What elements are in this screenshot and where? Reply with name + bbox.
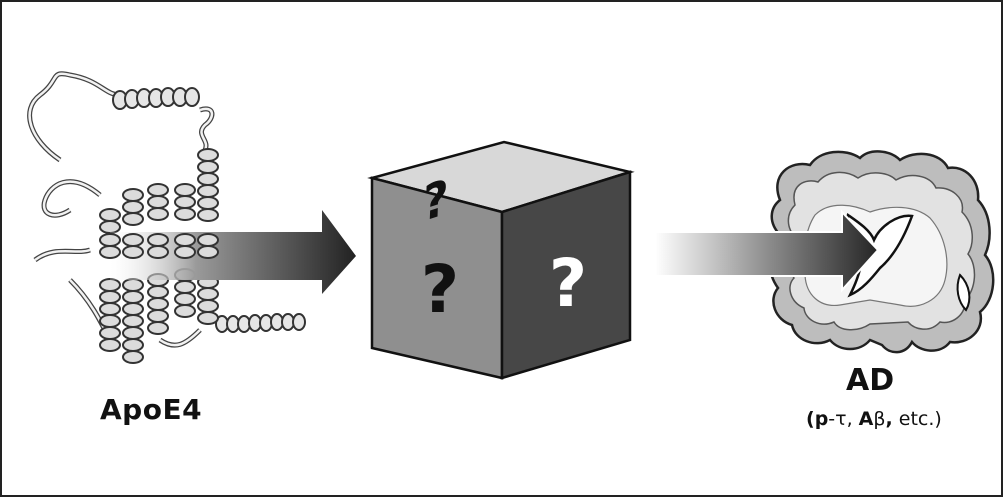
ad-sub-comma: , (885, 408, 893, 430)
ad-label: AD (846, 363, 895, 398)
ad-sub-a: A (858, 408, 874, 430)
cube-left-question-mark: ? (421, 251, 459, 328)
cube-right-face (500, 170, 632, 380)
arrow-protein-to-box (110, 210, 356, 294)
ad-sub-beta: β (873, 408, 886, 430)
ad-sublabel: (p-τ, Aβ, etc.) (806, 408, 942, 430)
ad-sub-tau: -τ, (828, 408, 859, 430)
brain-lateral-ventricle-right (956, 273, 971, 312)
arrow-box-to-brain (654, 209, 880, 293)
apoe4-label: ApoE4 (100, 393, 203, 426)
ad-sub-etc: etc.) (892, 408, 942, 430)
cube-top-question-mark: ? (422, 169, 449, 234)
apoe4-protein-illustration (27, 71, 306, 364)
cube-right-question-mark: ? (549, 245, 587, 322)
mystery-cube: ? ? ? (367, 140, 635, 380)
helix-overlay (99, 233, 219, 259)
ad-sub-open: ( (806, 408, 815, 430)
ad-sub-p: p (814, 408, 829, 430)
